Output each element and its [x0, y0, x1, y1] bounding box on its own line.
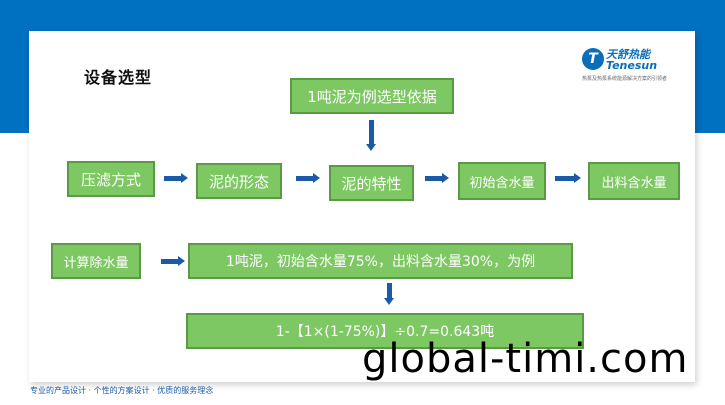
- arrow-right-icon: [425, 173, 449, 183]
- flow-step-sludge-form: 泥的形态: [196, 163, 282, 199]
- arrow-right-icon: [161, 256, 185, 266]
- logo-name-cn: 天舒热能: [606, 48, 650, 61]
- flow-step-press-method: 压滤方式: [67, 161, 155, 197]
- arrow-right-icon: [164, 173, 188, 183]
- calc-premise-box: 1吨泥，初始含水量75%，出料含水量30%，为例: [188, 243, 573, 279]
- logo-mark-icon: T: [582, 48, 604, 70]
- basis-box: 1吨泥为例选型依据: [290, 78, 454, 114]
- logo-tagline: 热泵及热泵系统能源解决方案的引领者: [582, 76, 668, 82]
- footer-slogan: 专业的产品设计 · 个性的方案设计 · 优质的服务理念: [30, 386, 214, 395]
- arrow-right-icon: [296, 173, 320, 183]
- watermark-text: global-timi.com: [362, 336, 689, 382]
- calc-label-box: 计算除水量: [51, 243, 141, 279]
- arrow-down-icon: [366, 120, 376, 151]
- flow-step-sludge-properties: 泥的特性: [329, 165, 414, 201]
- flow-step-initial-moisture: 初始含水量: [458, 162, 546, 200]
- slide-title: 设备选型: [84, 68, 153, 87]
- calc-formula-box: 1-【1×(1-75%)】÷0.7=0.643吨: [186, 313, 584, 349]
- logo-name-en: Tenesun: [606, 59, 658, 72]
- flow-step-output-moisture: 出料含水量: [588, 162, 680, 200]
- arrow-right-icon: [555, 173, 581, 183]
- company-logo: T 天舒热能 Tenesun 热泵及热泵系统能源解决方案的引领者: [582, 46, 692, 86]
- arrow-down-icon: [384, 283, 394, 305]
